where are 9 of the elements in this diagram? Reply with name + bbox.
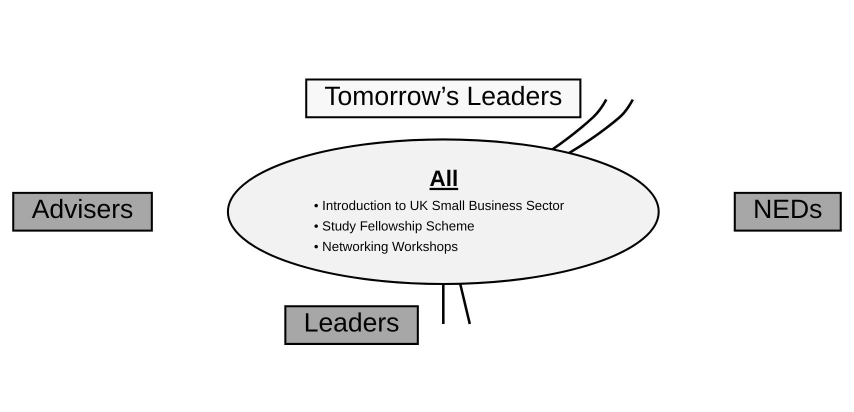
connector: [459, 284, 472, 324]
node-box: Tomorrow’s Leaders: [305, 78, 582, 118]
node-box: Leaders: [284, 305, 419, 345]
node-ellipse: All • Introduction to UK Small Business Sector • Study Fellowship Scheme • Networking Workshops: [226, 138, 660, 286]
connector: [568, 98, 634, 154]
connector: [552, 98, 608, 151]
node-box: NEDs: [734, 192, 842, 232]
connector: [442, 284, 445, 324]
node-box: Advisers: [12, 192, 153, 232]
